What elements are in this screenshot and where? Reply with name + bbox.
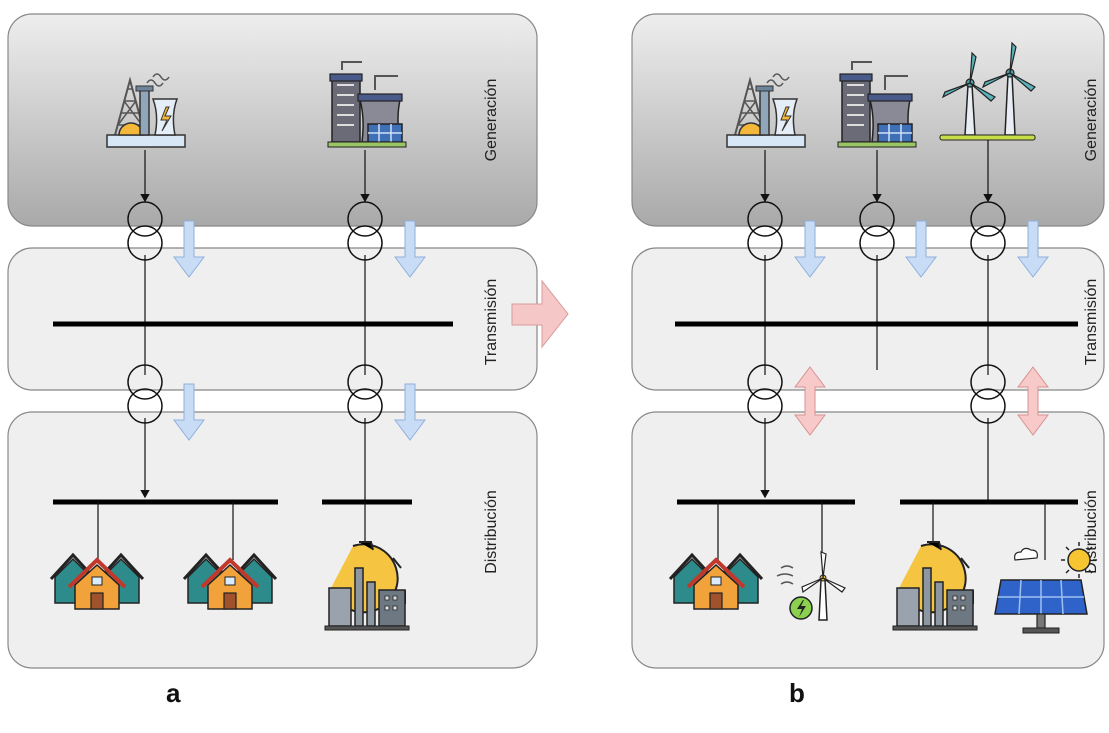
generation-layer-box-a <box>7 13 538 227</box>
transmission-label-a: Transmisión <box>483 279 500 366</box>
panel-label-b: b <box>789 678 805 708</box>
distribution-layer-box-b <box>631 411 1105 669</box>
panel-label-a: a <box>166 678 181 708</box>
distribution-layer-box-a <box>7 411 538 669</box>
panel-b: Generación Transmisión Distribución <box>631 13 1105 669</box>
distribution-label-a: Distribución <box>483 490 500 574</box>
transition-arrow <box>511 279 569 349</box>
transmission-layer-box-a <box>7 247 538 391</box>
generation-label-a: Generación <box>483 79 500 162</box>
panel-a: Generación Transmisión Distribución <box>7 13 538 669</box>
transmission-label-b: Transmisión <box>1083 279 1100 366</box>
generation-label-b: Generación <box>1083 79 1100 162</box>
transmission-layer-box-b <box>631 247 1105 391</box>
